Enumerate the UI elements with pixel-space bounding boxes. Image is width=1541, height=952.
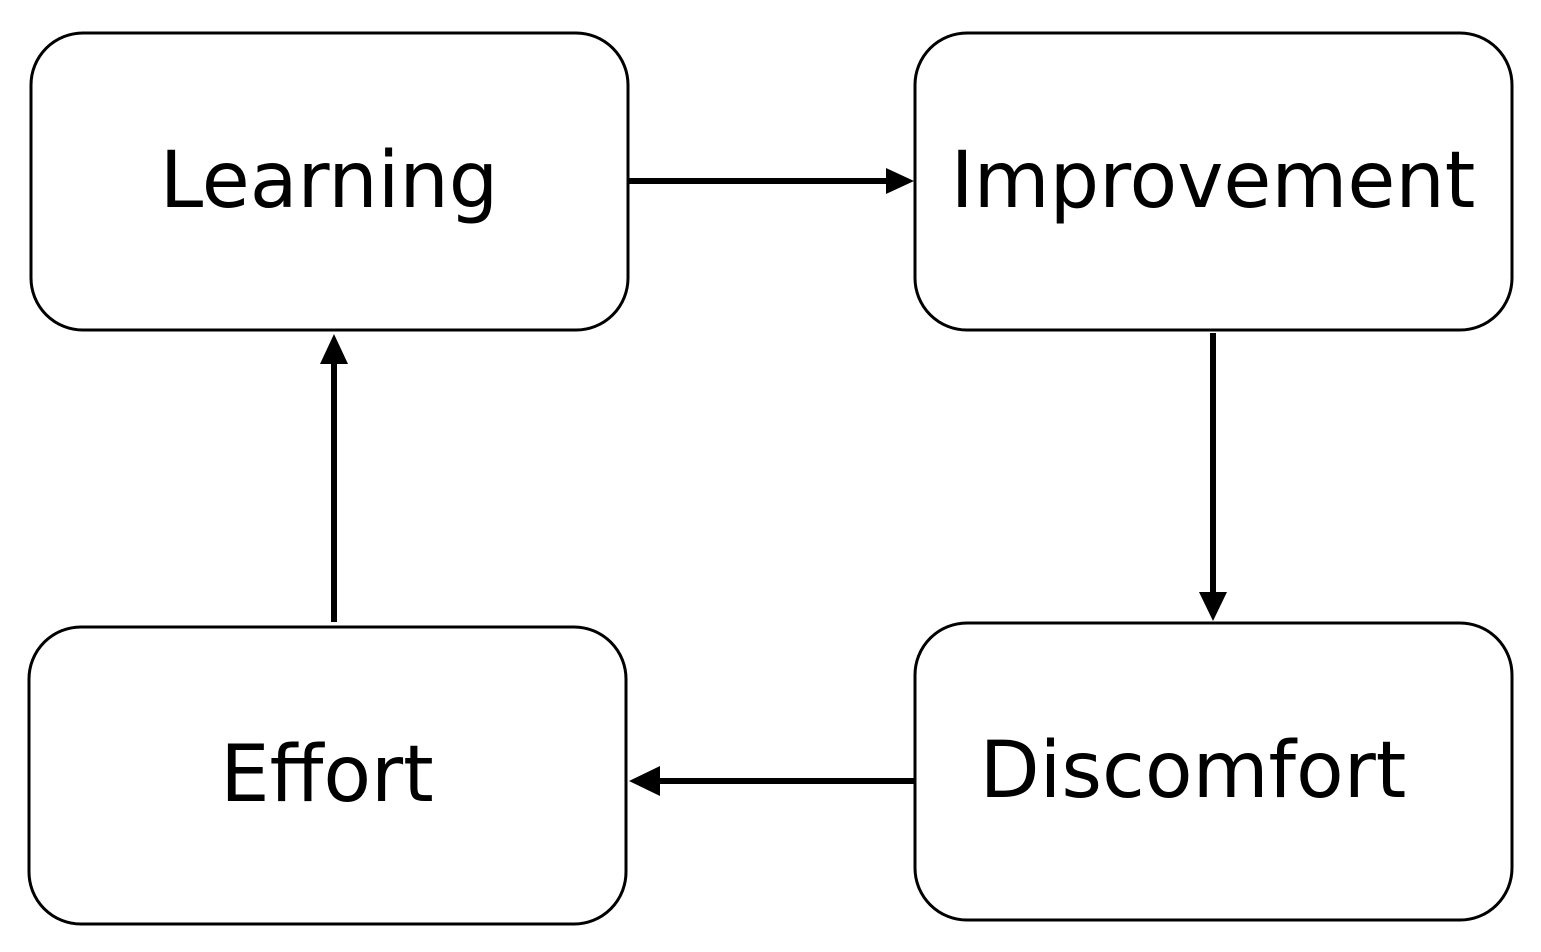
edge-discomfort-to-effort [629, 766, 914, 796]
node-effort: Effort [27, 625, 628, 926]
edge-effort-to-learning [320, 334, 348, 622]
node-label-effort: Effort [220, 730, 433, 820]
node-label-learning: Learning [160, 136, 499, 226]
node-label-discomfort: Discomfort [980, 726, 1407, 816]
node-label-improvement: Improvement [951, 136, 1476, 226]
node-discomfort: Discomfort [913, 621, 1514, 922]
edge-improvement-to-discomfort [1199, 333, 1227, 621]
node-improvement: Improvement [913, 31, 1514, 332]
edge-learning-to-improvement [628, 168, 914, 194]
node-learning: Learning [29, 31, 630, 332]
